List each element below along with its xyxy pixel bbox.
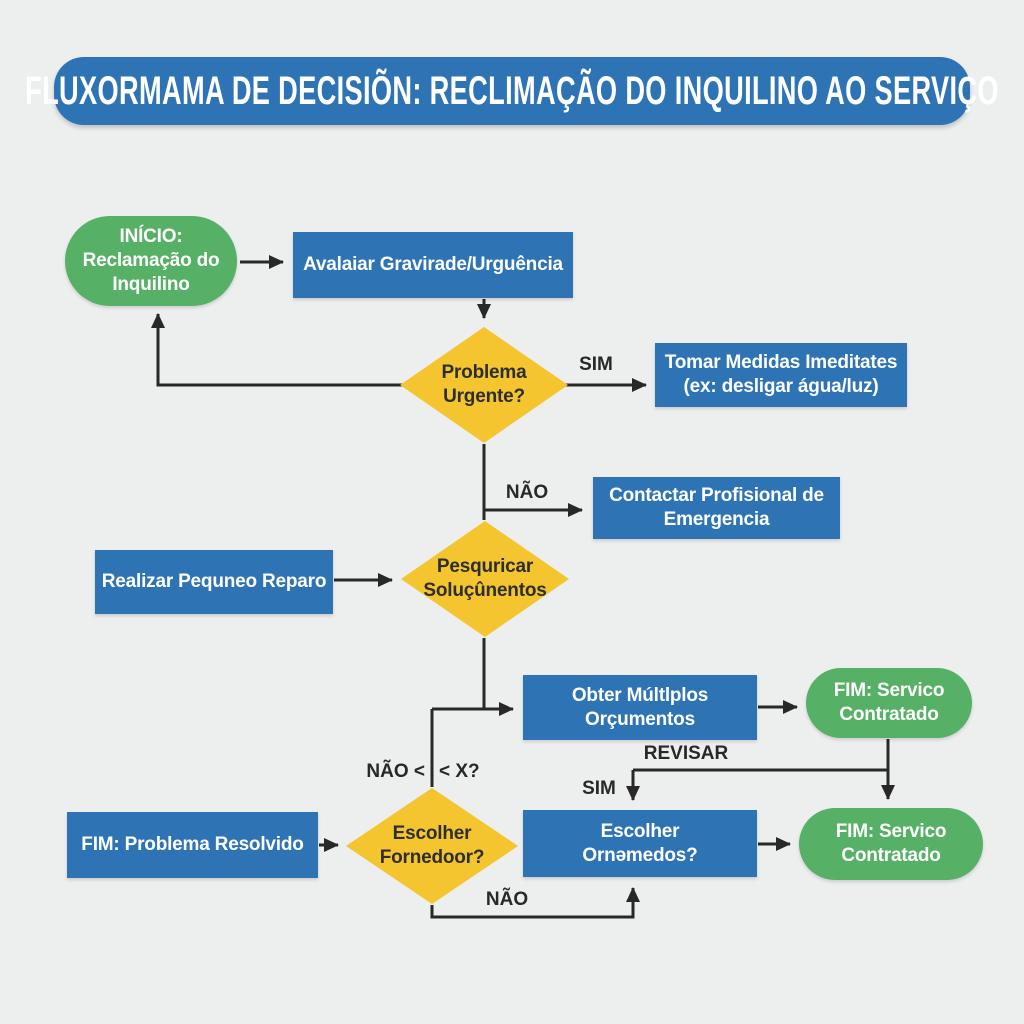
arrow-supplier-nao-budget	[430, 887, 640, 919]
research-solutions-label: Pesquricar Soluçûnentos	[423, 556, 547, 601]
immediate-measures-box: Tomar Medidas Imeditates (ex: desligar á…	[655, 343, 907, 407]
edge-label-nao-urgent: NÃO	[505, 482, 549, 503]
choose-budget-box: Escolher Ornəmedos?	[523, 810, 757, 877]
choose-supplier-label: Escolher Fornedoor?	[379, 823, 485, 868]
end-service-bottom-node: FIM: Servico Contratado	[799, 808, 983, 880]
multiple-quotes-label: Obter Múltlplos Orçumentos	[571, 684, 709, 730]
edge-label-nao-lt: NÃO <	[366, 761, 425, 782]
end-service-top-node: FIM: Servico Contratado	[806, 668, 972, 738]
small-repair-label: Realizar Pequneo Reparo	[101, 571, 327, 593]
start-node-label: INÍCIO: Reclamação do Inquilino	[82, 226, 220, 295]
immediate-measures-label: Tomar Medidas Imeditates (ex: desligar á…	[664, 352, 898, 397]
title-text: FLUXORMAMA DE DECISIÕN: RECLIMAÇÃO DO IN…	[25, 68, 999, 113]
edge-label-sim-urgent: SIM	[579, 354, 613, 375]
edge-label-sim-review: SIM	[582, 778, 616, 799]
title-banner: FLUXORMAMA DE DECISIÕN: RECLIMAÇÃO DO IN…	[25, 57, 999, 125]
small-repair-box: Realizar Pequneo Reparo	[95, 550, 333, 614]
contact-professional-box: Contactar Profisional de Emergencia	[593, 477, 840, 539]
end-problem-resolved-box: FIM: Problema Resolvido	[67, 812, 318, 878]
edge-label-nao-loop: NÃO	[485, 889, 529, 910]
assess-severity-label: Avalaiar Gravirade/Urguência	[303, 254, 563, 276]
edge-label-lt-x: < X?	[439, 761, 480, 782]
end-problem-resolved-label: FIM: Problema Resolvido	[81, 834, 304, 856]
contact-professional-label: Contactar Profisional de Emergencia	[609, 485, 824, 530]
urgent-problem-label: Problema Urgente?	[441, 362, 527, 407]
edge-label-revisar: REVISAR	[643, 743, 729, 764]
multiple-quotes-box: Obter Múltlplos Orçumentos	[523, 675, 757, 740]
urgent-problem-decision: Problema Urgente?	[400, 327, 568, 443]
start-node: INÍCIO: Reclamação do Inquilino	[65, 216, 237, 306]
choose-budget-label: Escolher Ornəmedos?	[582, 820, 698, 866]
assess-severity-box: Avalaiar Gravirade/Urguência	[293, 232, 573, 298]
arrow-urgent-loop-start	[151, 313, 402, 387]
end-service-bottom-label: FIM: Servico Contratado	[835, 821, 947, 866]
end-service-top-label: FIM: Servico Contratado	[833, 680, 945, 725]
